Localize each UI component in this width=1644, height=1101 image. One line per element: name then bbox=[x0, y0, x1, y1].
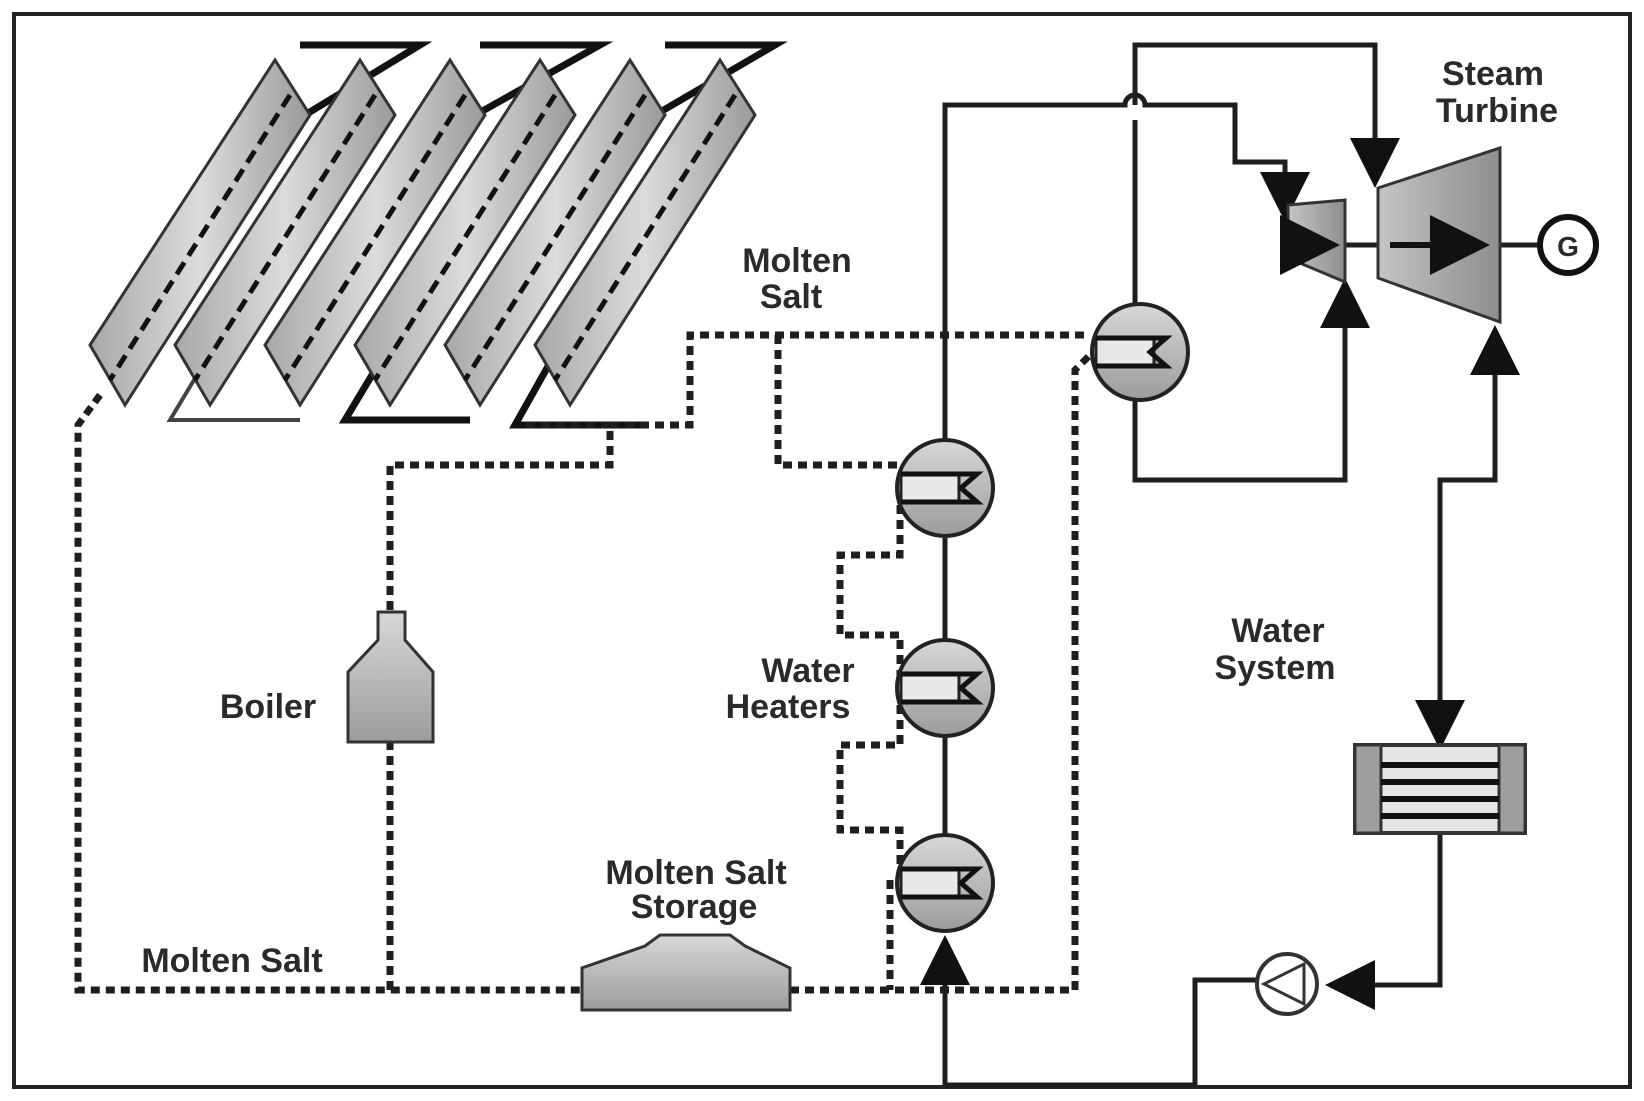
water-heater-3 bbox=[895, 833, 995, 933]
water-heater-1 bbox=[895, 438, 995, 538]
generator-icon: G bbox=[1537, 214, 1599, 276]
collector-panel-5 bbox=[443, 57, 667, 408]
molten-salt-loop bbox=[74, 331, 1098, 994]
molten-salt-storage-label-line1: Molten Salt bbox=[605, 854, 786, 892]
hp-turbine-icon bbox=[1280, 198, 1347, 285]
superheater-exchanger bbox=[1090, 302, 1190, 402]
water-steam-loop bbox=[920, 42, 1545, 1088]
steam-turbine-label-line1: Steam bbox=[1442, 55, 1544, 93]
water-heater-2 bbox=[895, 638, 995, 738]
molten-salt-storage-label-line2: Storage bbox=[631, 888, 758, 926]
collector-frame-bottom-3 bbox=[509, 343, 640, 429]
collector-panel-1 bbox=[88, 57, 312, 408]
steam-turbine-label-line2: Turbine bbox=[1436, 92, 1558, 130]
outer-border bbox=[12, 12, 1632, 1089]
molten-salt-top-label-line2: Salt bbox=[760, 278, 822, 316]
condenser-icon bbox=[1353, 743, 1527, 835]
molten-salt-bottom-label: Molten Salt bbox=[141, 942, 322, 980]
generator-label: G bbox=[1557, 231, 1579, 262]
molten-salt-storage-tank-icon bbox=[580, 933, 792, 1012]
water-system-label-line1: Water bbox=[1231, 612, 1324, 650]
water-system-label-line2: System bbox=[1215, 649, 1336, 687]
collector-panel-3 bbox=[263, 57, 487, 408]
water-heaters-label-line1: Water bbox=[761, 652, 854, 690]
collector-panel-6 bbox=[533, 57, 757, 408]
molten-salt-top-label-line1: Molten bbox=[742, 242, 852, 280]
collector-frame-2 bbox=[468, 41, 614, 122]
collector-panel-4 bbox=[353, 57, 577, 408]
collector-frame-3 bbox=[648, 41, 788, 122]
collector-panel-2 bbox=[173, 57, 397, 408]
boiler-icon bbox=[346, 610, 435, 744]
boiler-label: Boiler bbox=[220, 688, 316, 726]
solar-collector-field bbox=[88, 41, 788, 429]
steam-turbine-icon bbox=[1376, 145, 1502, 325]
pump-icon bbox=[1255, 952, 1319, 1016]
water-heaters-label-line2: Heaters bbox=[726, 688, 851, 726]
